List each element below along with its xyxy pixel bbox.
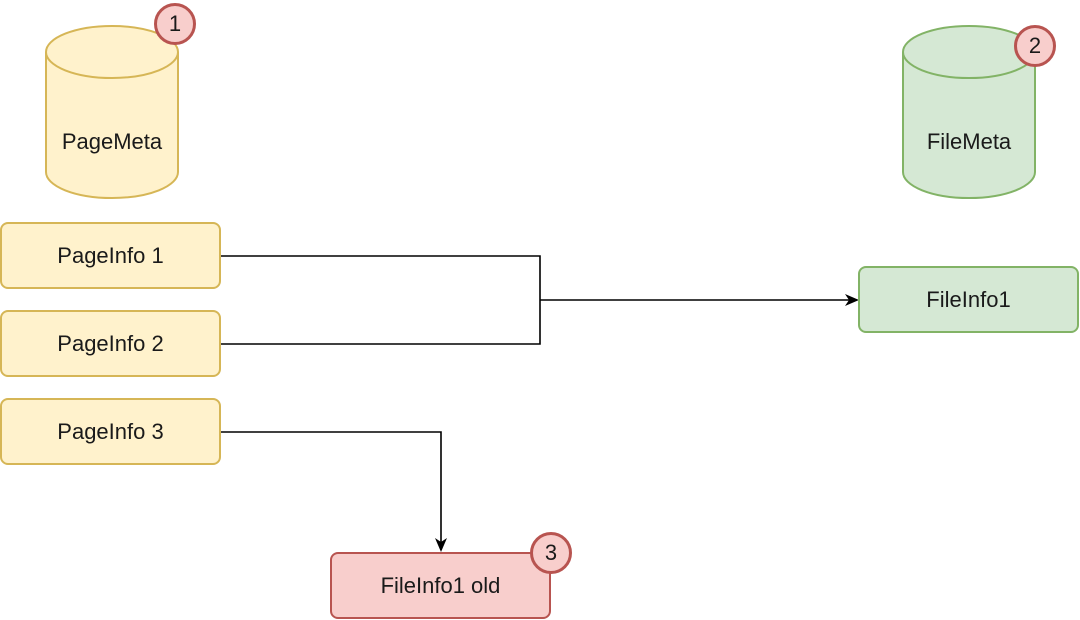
- connector-pageinfo1: [220, 255, 541, 300]
- arrow-to-fileinfo1-old: [220, 431, 447, 552]
- page-info-3-box: PageInfo 3: [0, 398, 221, 465]
- badge-3: 3: [530, 532, 572, 574]
- badge-2: 2: [1014, 25, 1056, 67]
- connector-pageinfo2: [220, 300, 541, 345]
- file-meta-cylinder: [902, 25, 1036, 199]
- page-meta-cylinder: [45, 25, 179, 199]
- page-info-1-box: PageInfo 1: [0, 222, 221, 289]
- badge-1: 1: [154, 3, 196, 45]
- page-meta-label: PageMeta: [61, 129, 163, 154]
- file-meta-label: FileMeta: [926, 129, 1012, 154]
- page-info-2-box: PageInfo 2: [0, 310, 221, 377]
- file-info-1-box: FileInfo1: [858, 266, 1079, 333]
- file-info-1-old-box: FileInfo1 old: [330, 552, 551, 619]
